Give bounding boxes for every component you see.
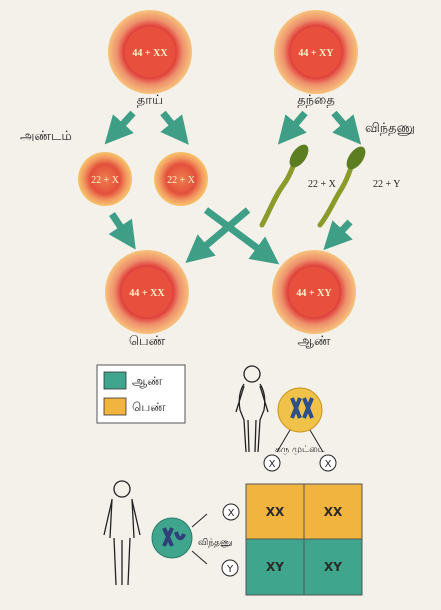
male-chromosomes: 44 + XY [296,288,332,299]
svg-text:X: X [269,459,276,470]
punnett-square: XX XX XY XY [246,484,362,595]
punnett-text-xx-1: XX [266,505,285,519]
svg-text:Y: Y [226,564,234,575]
punnett-text-xx-2: XX [324,505,343,519]
male-label: ஆண் [298,334,331,349]
egg-allele-1: X [264,455,280,471]
male-offspring-cell: 44 + XY [272,250,356,334]
svg-text:X: X [228,508,235,519]
mother-chromosomes: 44 + XX [132,48,168,59]
father-label: தந்தை [297,93,335,108]
egg-heading: அண்டம் [20,129,72,144]
mother-label: தாய் [137,93,163,108]
father-cell: 44 + XY [274,10,358,94]
female-offspring-cell: 44 + XX [105,250,189,334]
male-figure-icon [104,481,140,585]
female-chromosomes: 44 + XX [129,288,165,299]
egg-2-chromosomes: 22 + X [167,175,196,186]
egg-cell-2: 22 + X [154,152,208,206]
sperm-x-chromosomes: 22 + X [308,179,337,190]
egg-1-chromosomes: 22 + X [91,175,120,186]
egg-cell-1: 22 + X [78,152,132,206]
egg-allele-2: X [320,455,336,471]
punnett-text-xy-2: XY [324,560,342,574]
egg-caption: கரு முட்டை [275,445,326,455]
sperm-caption: விந்தணு [198,538,233,548]
sperm-cell-x [262,141,312,225]
legend-male-swatch [104,372,126,389]
meiosis-arrows [114,113,352,134]
mother-cell: 44 + XX [108,10,192,94]
legend-female-label: பெண் [132,400,166,414]
fertilization-arrows [112,210,350,256]
female-figure-icon [236,366,268,452]
sperm-y-chromosomes: 22 + Y [373,179,401,190]
sperm-allele-x: X [223,504,239,520]
legend-female-swatch [104,398,126,415]
female-nucleus [278,388,322,432]
sperm-allele-y: Y [222,560,238,576]
male-nucleus [152,518,192,558]
punnett-text-xy-1: XY [266,560,284,574]
legend: ஆண் பெண் [97,365,185,423]
father-chromosomes: 44 + XY [298,48,334,59]
svg-text:X: X [325,459,332,470]
legend-male-label: ஆண் [132,374,163,388]
female-label: பெண் [129,334,166,349]
sperm-heading: விந்தணு [365,121,415,136]
